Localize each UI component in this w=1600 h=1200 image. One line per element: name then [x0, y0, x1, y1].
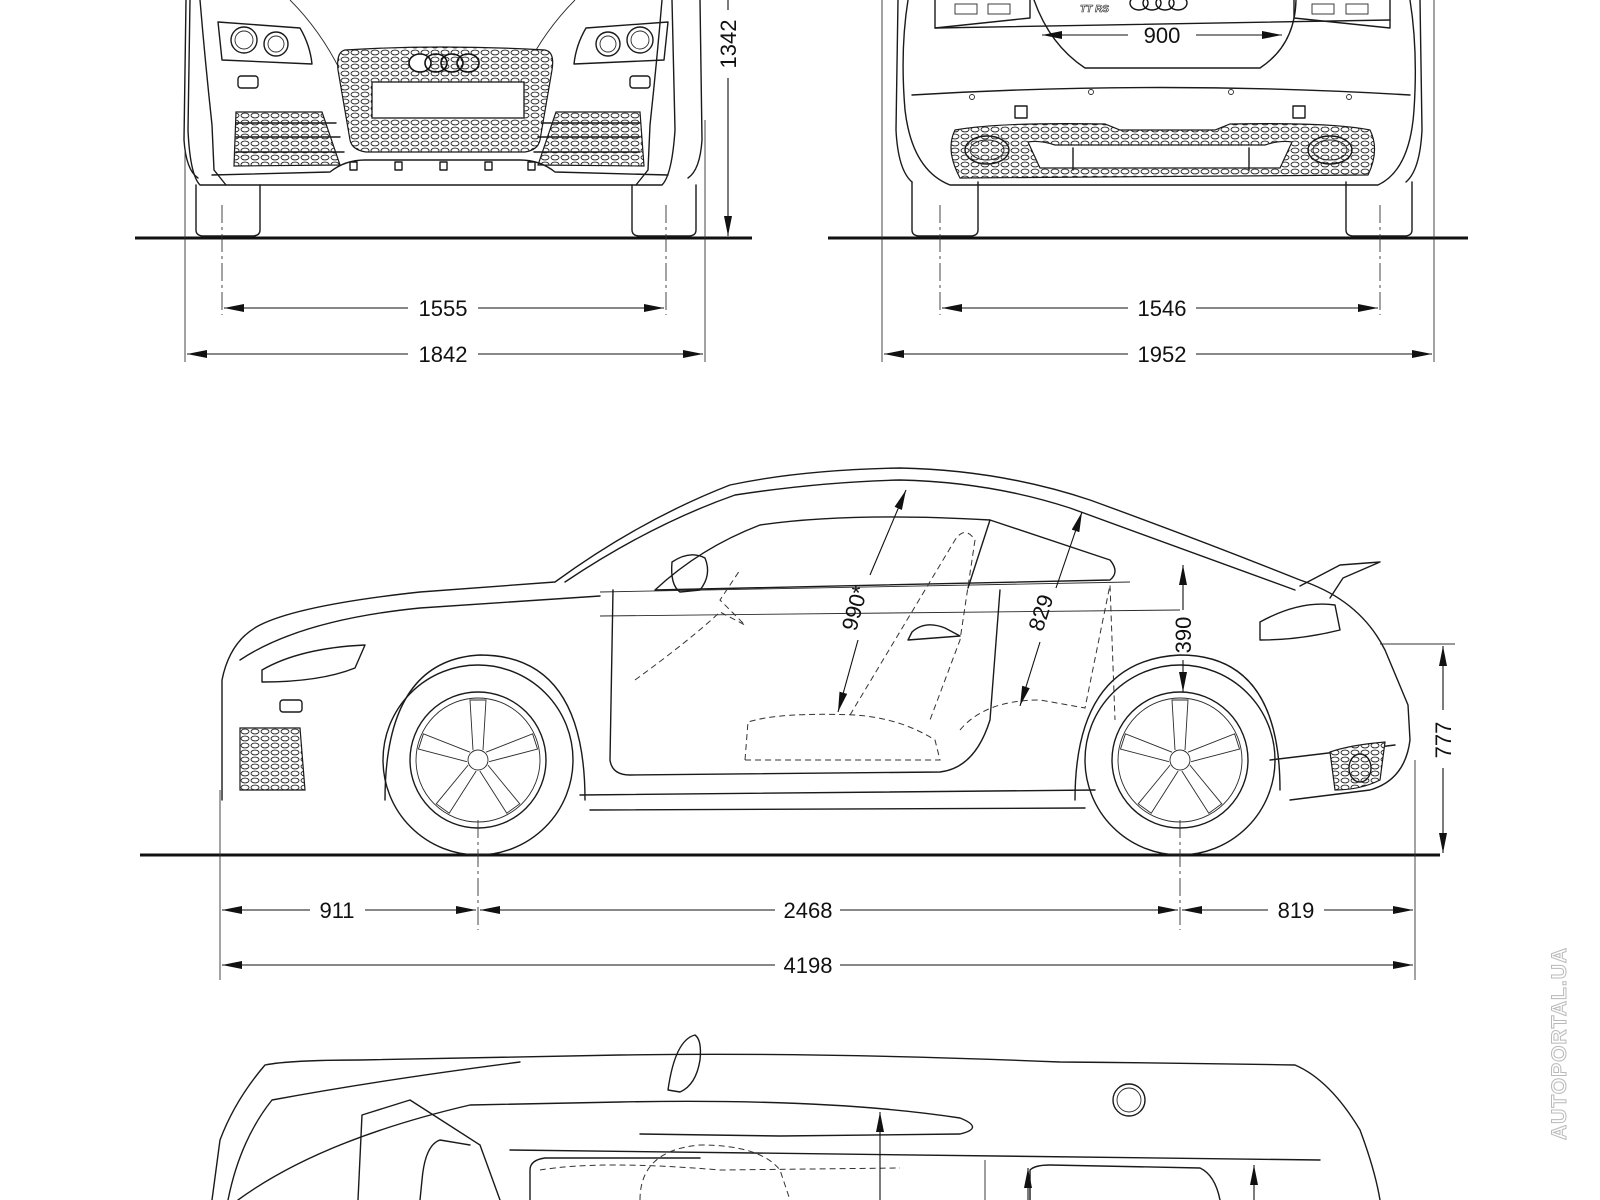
left-exhaust-tip [964, 135, 1010, 165]
dim-front-headroom: 990* [837, 583, 873, 634]
dim-front-overhang: 911 [319, 898, 354, 923]
side-front-intake [239, 727, 306, 791]
front-body-outline [187, 0, 676, 186]
top-mirror [667, 1034, 702, 1093]
right-air-intake [537, 111, 645, 167]
dim-front-width: 1842 [419, 342, 468, 367]
dim-rear-track: 1546 [1138, 296, 1187, 321]
rear-audi-rings-logo [1129, 0, 1188, 11]
license-plate [371, 81, 525, 119]
door-handle [907, 624, 961, 641]
right-headlight [573, 21, 669, 65]
fuel-cap [1112, 1083, 1146, 1117]
dim-rear-overhang: 819 [1278, 898, 1315, 923]
rear-right-tire [1345, 181, 1413, 237]
rear-view: TT RS 900 1546 [828, 0, 1468, 367]
left-taillight [934, 0, 1031, 29]
dim-wheelbase: 2468 [784, 898, 833, 923]
watermark: AUTOPORTAL.UA [1548, 946, 1572, 1140]
dim-trunk-width: 900 [1144, 23, 1181, 48]
right-exhaust-tip [1307, 135, 1353, 165]
left-air-intake [233, 111, 341, 167]
side-view: 990* 829 390 777 911 2468 819 4198 [140, 467, 1456, 980]
top-view [211, 1034, 1381, 1200]
interior-seat-outline [744, 532, 976, 761]
side-window [654, 516, 1116, 591]
dim-height: 1342 [716, 20, 741, 69]
side-body-silhouette [221, 467, 1411, 801]
dim-rear-width: 1952 [1138, 342, 1187, 367]
left-headlight [217, 21, 313, 65]
right-taillight [1293, 0, 1391, 29]
driver-door [609, 589, 1001, 776]
dim-rear-headroom: 829 [1023, 591, 1058, 634]
rear-body-outline [902, 0, 1417, 186]
dim-overall-length: 4198 [784, 953, 833, 978]
dim-arch-height: 390 [1171, 617, 1196, 654]
side-mirror [670, 554, 709, 593]
side-rear-exhaust [1329, 741, 1386, 791]
front-left-tire [195, 184, 261, 237]
model-badge: TT RS [1080, 4, 1109, 15]
front-view: 1555 1842 1342 [135, 0, 752, 367]
rear-left-tire [911, 181, 979, 237]
dim-front-track: 1555 [419, 296, 468, 321]
audi-rings-logo [408, 53, 480, 73]
front-right-tire [631, 184, 697, 237]
rear-spoiler [1299, 561, 1381, 599]
dim-rear-bumper-height: 777 [1431, 722, 1456, 759]
top-body-outline [211, 1053, 1381, 1200]
